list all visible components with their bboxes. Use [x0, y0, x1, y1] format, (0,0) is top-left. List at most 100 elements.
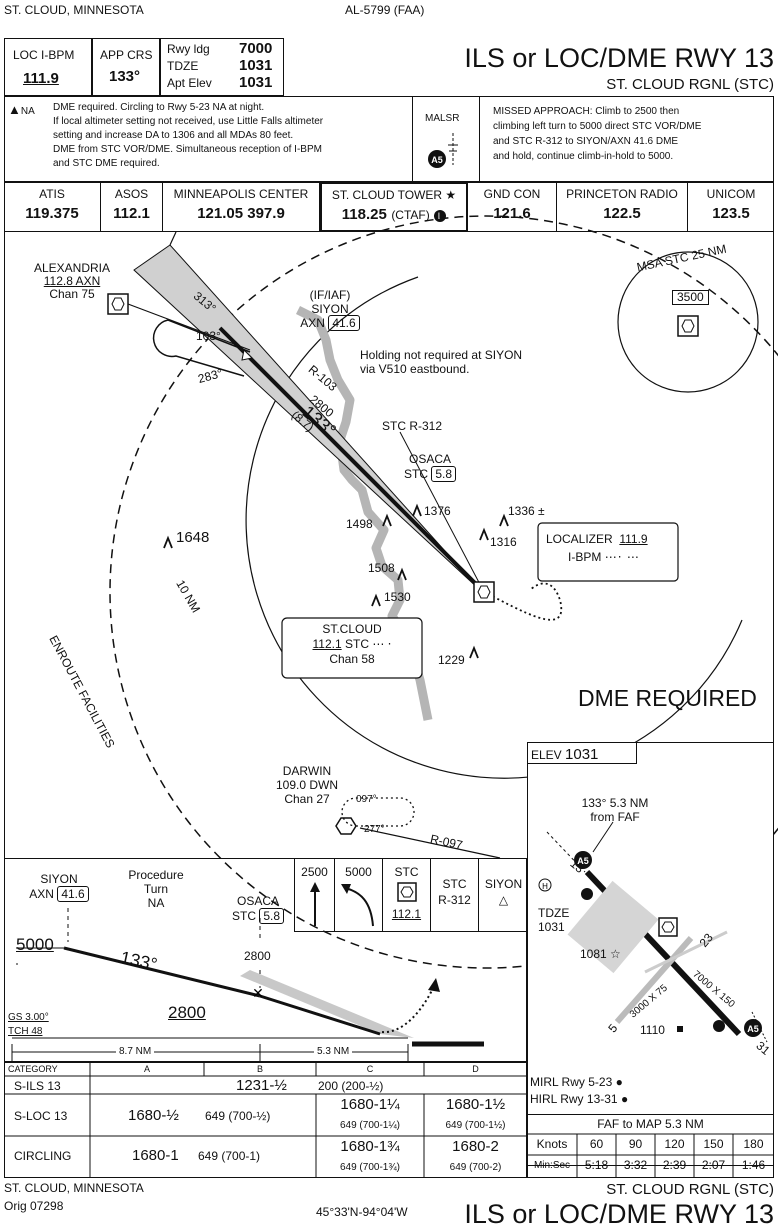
- footer-airport: ST. CLOUD RGNL (STC): [606, 1181, 774, 1198]
- lighting-notes: MIRL Rwy 5-23 ● HIRL Rwy 13-31 ●: [530, 1074, 628, 1108]
- footer-coords: 45°33'N-94°04'W: [316, 1205, 408, 1219]
- comm-freq: 112.1: [113, 205, 150, 222]
- alexandria-chan: Chan 75: [49, 287, 95, 301]
- ma-stc-2: STC: [442, 877, 467, 891]
- vor-hex-icon: [661, 921, 675, 933]
- s-loc-c-hat: 649 (700-1¼): [339, 1120, 401, 1131]
- comm-label: ASOS: [114, 187, 149, 201]
- timing-table: [527, 1114, 774, 1178]
- crs-note: 133° 5.3 NM from FAF: [560, 796, 670, 824]
- ma-line: and STC R-312 to SIYON/AXN 41.6 DME: [493, 136, 679, 147]
- loc-label: LOC I-BPM: [13, 48, 75, 62]
- malsr-icon: A5: [428, 133, 458, 168]
- category-a: A: [143, 1064, 150, 1074]
- stcloud-name: ST.CLOUD: [322, 622, 382, 636]
- ma-icon-turn: 5000: [335, 858, 383, 931]
- profile-graphics: ✕: [11, 908, 484, 1062]
- category-c: C: [366, 1064, 374, 1074]
- app-crs-value: 133°: [109, 68, 141, 85]
- s-loc-ab-mda: 1680-½: [128, 1107, 179, 1124]
- profile-dist-87: 8.7 NM: [116, 1046, 155, 1057]
- comm-asos: ASOS 112.1: [101, 182, 163, 232]
- stcloud-freq: 112.1: [312, 637, 342, 651]
- r103-radial: [127, 303, 251, 351]
- circling-c-hat: 649 (700-1¾): [339, 1162, 401, 1173]
- circling-label: CIRCLING: [14, 1149, 72, 1163]
- profile-view: [4, 858, 527, 1062]
- feather-tip: [169, 231, 177, 246]
- profile-alt-2800-top: 2800: [244, 949, 271, 963]
- ma-icon-vor: STC 112.1: [383, 858, 431, 931]
- crs-note-line: 133° 5.3 NM: [581, 796, 649, 810]
- comm-atis: ATIS 119.375: [4, 182, 101, 232]
- r097-radial: [359, 827, 501, 859]
- circling-ab-mda: 1680-1: [132, 1147, 179, 1164]
- minimums-grid: [4, 1062, 527, 1178]
- svg-text:A5: A5: [577, 856, 589, 866]
- localizer-freq: 111.9: [619, 532, 648, 546]
- svg-text:H: H: [542, 882, 548, 891]
- knots-value: 180: [743, 1137, 764, 1151]
- alexandria-vor-hex: [111, 297, 125, 311]
- s-ils-da: 1231-½: [236, 1077, 287, 1094]
- minsec-label: Min:Sec: [533, 1160, 571, 1171]
- osaca-name: OSACA: [408, 452, 451, 466]
- app-crs-box: APP CRS 133°: [92, 38, 160, 96]
- stcloud-info: ST.CLOUD 112.1 STC ⋯ ⋅ Chan 58: [282, 622, 422, 667]
- holding-note-line: Holding not required at SIYON: [360, 348, 523, 362]
- airport-diagram-graphics: A5 A5 H: [538, 821, 768, 1043]
- siyon-dme: 41.6: [328, 315, 360, 331]
- note-line: and STC DME required.: [53, 158, 160, 169]
- tdze-value: 1031: [239, 57, 273, 74]
- time-value: 5:18: [584, 1158, 609, 1172]
- comm-label: PRINCETON RADIO: [566, 187, 678, 201]
- knots-value: 150: [703, 1137, 724, 1151]
- tower-freq: 118.25: [341, 206, 387, 223]
- category-header: CATEGORY: [8, 1064, 58, 1074]
- star-icon: ☆: [610, 947, 621, 961]
- comm-label: GND CON: [483, 187, 541, 201]
- siyon-fix-triangle: [241, 348, 254, 361]
- procedure-turn-note: Procedure Turn NA: [116, 868, 196, 910]
- time-value: 2:39: [662, 1158, 687, 1172]
- rwy-ldg-value: 7000: [239, 40, 273, 57]
- osaca-fix: STC: [403, 467, 428, 481]
- tower-label: ST. CLOUD TOWER: [331, 188, 443, 202]
- time-value: 2:07: [701, 1158, 726, 1172]
- profile-osaca-name: OSACA: [236, 894, 279, 908]
- knots-value: 60: [589, 1137, 604, 1151]
- obstacle-1110: 1110: [640, 1023, 665, 1037]
- localizer-label: LOCALIZER: [546, 532, 613, 546]
- apt-elev-label: Apt Elev: [167, 76, 212, 90]
- ma-stc-freq: 112.1: [391, 907, 422, 921]
- profile-siyon-fix: AXN: [29, 887, 54, 901]
- osaca-dme: 5.8: [431, 466, 457, 482]
- header-city: ST. CLOUD, MINNESOTA: [4, 3, 144, 17]
- profile-dist-53: 5.3 NM: [314, 1046, 353, 1057]
- knots-value: 90: [628, 1137, 643, 1151]
- circling-d-hat: 649 (700-2): [449, 1162, 502, 1173]
- approach-light-icon: [574, 851, 592, 869]
- crs-leader: [592, 821, 614, 853]
- siyon-fix: AXN: [300, 316, 325, 330]
- ma-alt-2500: 2500: [301, 865, 328, 879]
- circling-d-mda: 1680-2: [452, 1138, 499, 1155]
- loc-freq: 111.9: [23, 70, 59, 87]
- ma-siyon: SIYON: [484, 877, 523, 891]
- mirl-label: MIRL Rwy 5-23: [530, 1075, 613, 1089]
- elev-value: 1031: [565, 746, 599, 763]
- star-icon: ★: [445, 188, 457, 202]
- s-ils-label: S-ILS 13: [14, 1079, 61, 1093]
- morse-code-icon: ⋯⋅ ⋯: [604, 550, 640, 564]
- elev-label: ELEV: [531, 748, 562, 762]
- note-line: DME from STC VOR/DME. Simultaneous recep…: [53, 144, 322, 155]
- stcloud-vor-hex: [477, 585, 491, 599]
- stcloud-box: [281, 617, 423, 679]
- stcloud-chan: Chan 58: [329, 652, 375, 666]
- obstacle-1648: 1648: [176, 529, 210, 546]
- comm-label: ATIS: [39, 187, 65, 201]
- elev-box: ELEV 1031: [527, 742, 637, 764]
- missed-approach-track: [483, 582, 563, 621]
- footer-city: ST. CLOUD, MINNESOTA: [4, 1181, 144, 1195]
- notes-text: DME required. Circling to Rwy 5-23 NA at…: [53, 101, 323, 171]
